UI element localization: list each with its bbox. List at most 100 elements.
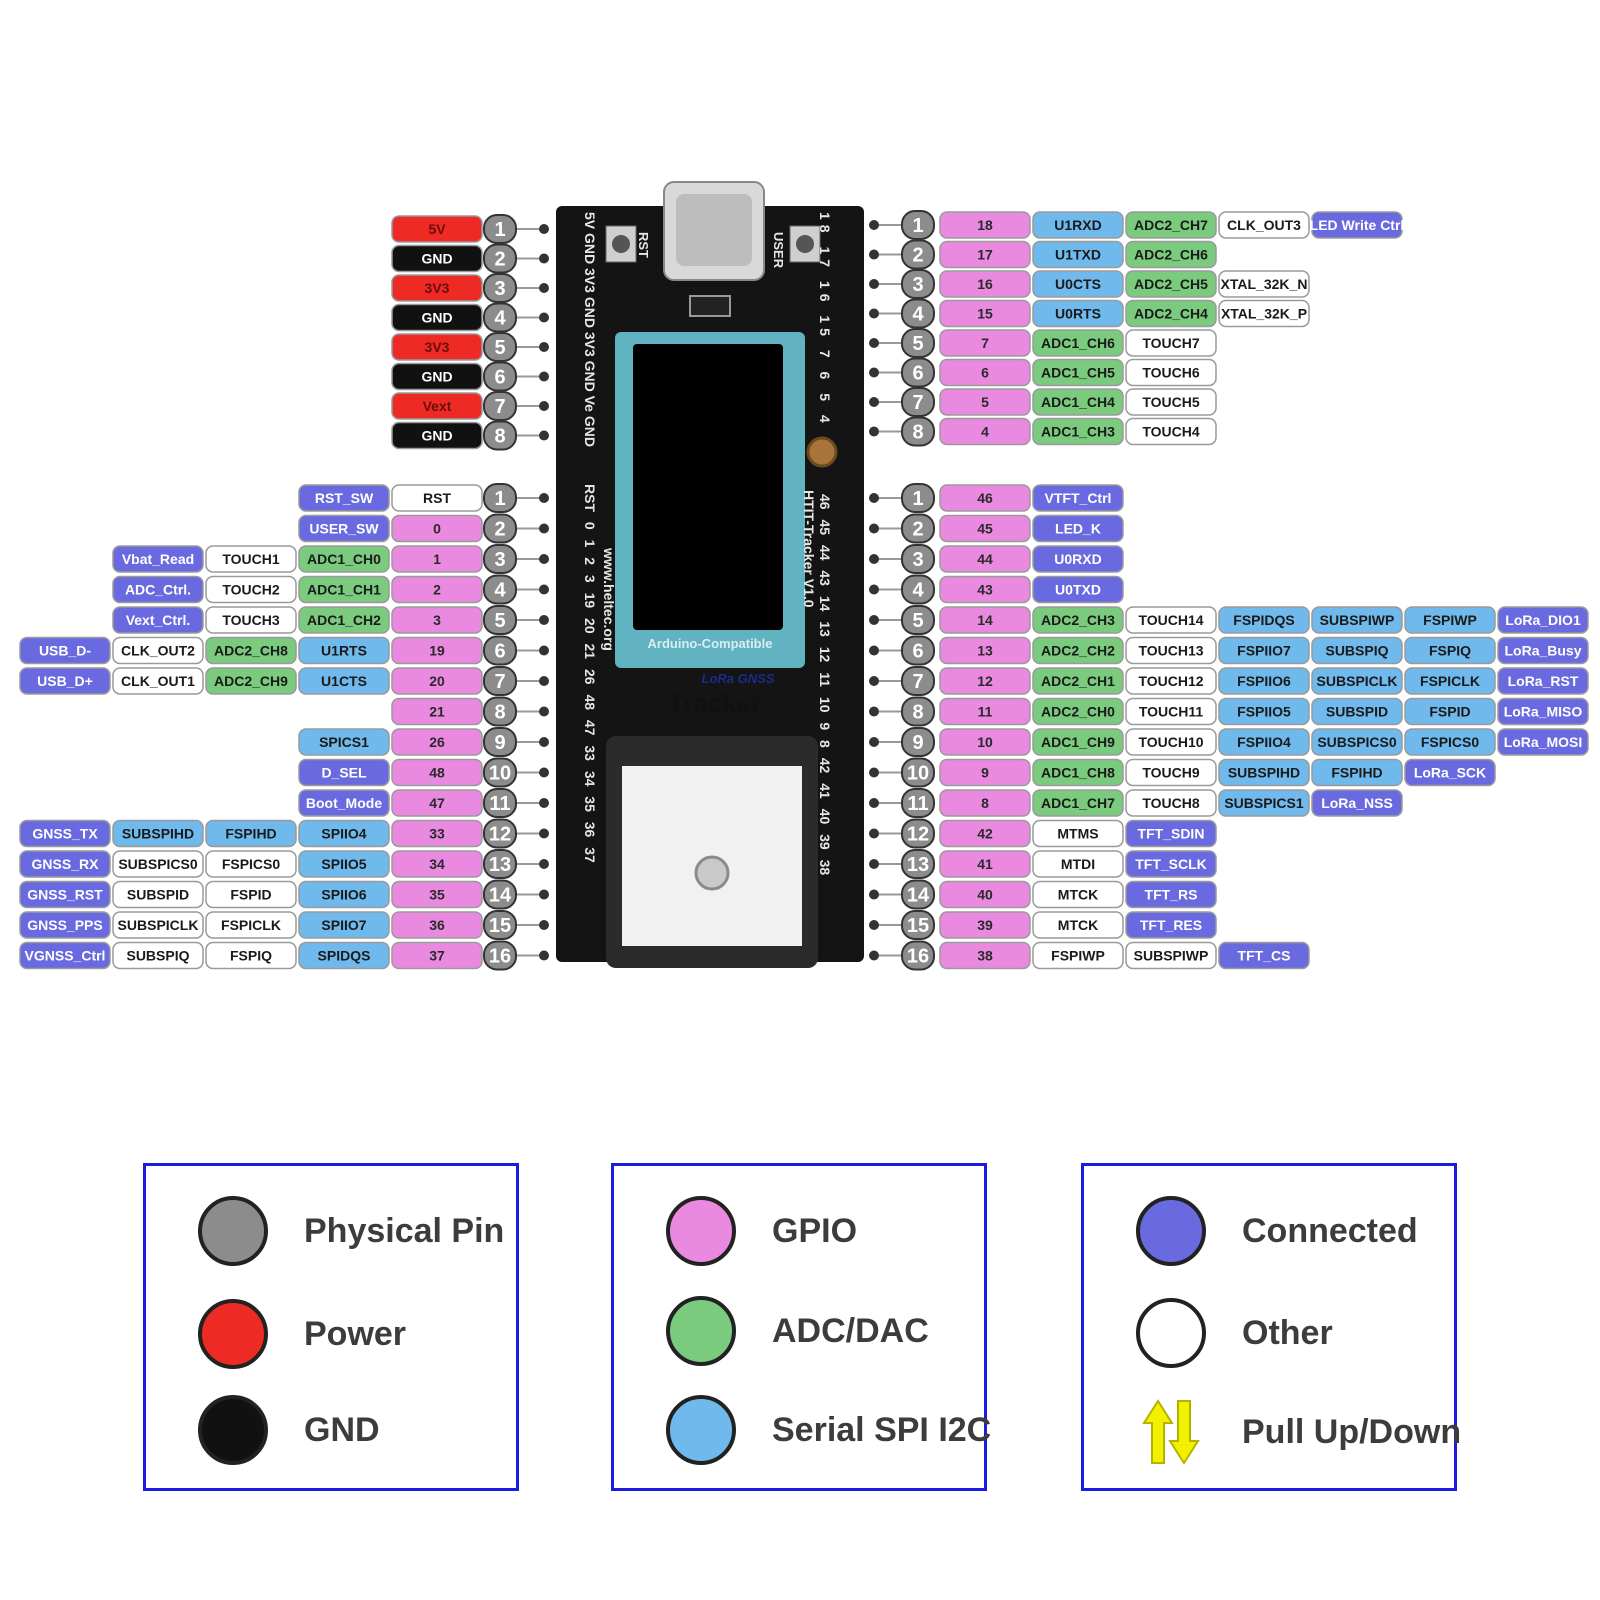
physical-pin-number: 1 (912, 215, 923, 237)
legend-pull: Pull Up/Down (1136, 1392, 1461, 1472)
pin-pad (869, 706, 879, 717)
pin-label-text: LoRa_SCK (1414, 765, 1486, 781)
pin-label-gpio (939, 388, 1031, 416)
pin-label-text: TOUCH7 (1142, 335, 1200, 351)
physical-pin-number: 2 (912, 245, 923, 267)
pin-pad (539, 920, 549, 930)
physical-pin-number: 11 (907, 793, 928, 815)
pin-label-other (1125, 417, 1217, 446)
physical-pin-number: 8 (912, 422, 923, 444)
pin-pad (869, 220, 879, 230)
pin-label-text: 6 (981, 365, 989, 381)
pin-label-adc (1032, 388, 1124, 416)
physical-pin-number: 2 (494, 249, 505, 271)
pin-label-serial (1218, 636, 1310, 665)
pin-label-gpio (939, 819, 1031, 848)
pin-pad (539, 224, 549, 234)
pin-label-text: TOUCH12 (1138, 673, 1203, 689)
physical-pin (483, 788, 517, 818)
pin-label-text: 0 (433, 521, 441, 537)
physical-pin-number: 7 (494, 671, 505, 693)
pin-label-other (205, 545, 297, 573)
pin-pad (539, 859, 549, 869)
pin-label-connected (19, 819, 111, 848)
pin-label-text: SPICS1 (319, 734, 369, 750)
pin-label-connected (1125, 850, 1217, 878)
pin-label-text: SUBSPIHD (1228, 765, 1300, 781)
pin-pad (869, 737, 879, 747)
pin-label-text: LoRa_MISO (1504, 704, 1583, 720)
pin-pad (869, 308, 879, 319)
pin-label-serial (1032, 240, 1124, 269)
physical-pin-number: 3 (912, 549, 923, 571)
pin-label-text: ADC2_CH8 (214, 643, 288, 659)
physical-pin (483, 544, 517, 574)
pin-pad (539, 493, 549, 503)
pin-label-text: 18 (977, 217, 993, 233)
pin-label-text: 8 (981, 795, 989, 811)
pin-pad (539, 554, 549, 564)
pin-label-text: LoRa_RST (1508, 673, 1579, 689)
pin-label-text: FSPIHD (1331, 765, 1382, 781)
physical-pin-number: 3 (494, 549, 505, 571)
physical-pin-number: 6 (494, 367, 505, 389)
pin-label-connected (1032, 545, 1124, 573)
legend-physical: Physical Pin (198, 1191, 504, 1271)
pin-label-text: 3 (433, 612, 441, 628)
pin-label-gpio (391, 789, 483, 817)
silk-left-pins: RST 0 1 2 3 19 20 21 26 48 47 33 34 35 3… (582, 484, 598, 863)
pin-label-text: 33 (429, 826, 445, 842)
pin-label-serial (1218, 789, 1310, 817)
physical-pin-number: 7 (912, 671, 923, 693)
brand-small: LoRa GNSS (702, 671, 775, 686)
pin-label-text: 3V3 (425, 280, 450, 296)
pin-label-text: TOUCH1 (222, 551, 280, 567)
pin-label-serial (1404, 667, 1496, 695)
physical-pin (483, 483, 517, 513)
pin-label-other (112, 911, 204, 939)
pin-label-text: LoRa_MOSI (1504, 734, 1583, 750)
pin-label-adc (298, 545, 390, 573)
pin-label-text: GNSS_RX (32, 856, 100, 872)
pin-label-gpio (939, 789, 1031, 817)
pin-label-text: 19 (429, 643, 445, 659)
physical-pin (901, 666, 935, 696)
board: Arduino-Compatible LoRa GNSS Tracker 5V … (556, 181, 864, 968)
pin-label-text: FSPICS0 (222, 856, 281, 872)
legend-adc: ADC/DAC (666, 1291, 929, 1371)
pinout-diagram: Arduino-Compatible LoRa GNSS Tracker 5V … (19, 181, 1589, 971)
pin-label-text: XTAL_32K_N (1221, 276, 1308, 292)
physical-pin (901, 940, 935, 971)
pin-label-gpio (939, 697, 1031, 726)
pin-pad (539, 706, 549, 717)
physical-pin (901, 788, 935, 818)
user-button[interactable] (789, 225, 821, 263)
silk-url: www.heltec.org (601, 547, 617, 651)
pin-label-text: TFT_SCLK (1135, 856, 1207, 872)
physical-pin-number: 2 (912, 519, 923, 541)
pin-label-connected (19, 850, 111, 878)
pin-label-adc (1125, 299, 1217, 328)
pin-label-text: MTCK (1058, 887, 1098, 903)
pin-label-other (1125, 358, 1217, 387)
rst-button[interactable] (605, 225, 637, 263)
physical-pin-number: 16 (907, 946, 929, 968)
physical-pin-number: 15 (907, 915, 929, 937)
pin-label-gpio (939, 240, 1031, 269)
physical-pin (901, 605, 935, 635)
pin-label-power (391, 274, 483, 302)
pin-label-other (205, 911, 297, 939)
pin-pad (869, 279, 879, 289)
legend-pin-types: Physical Pin Power GND (143, 1163, 519, 1491)
legend-gnd: GND (198, 1390, 380, 1470)
physical-pin (901, 513, 935, 544)
physical-pin-number: 10 (489, 763, 511, 785)
